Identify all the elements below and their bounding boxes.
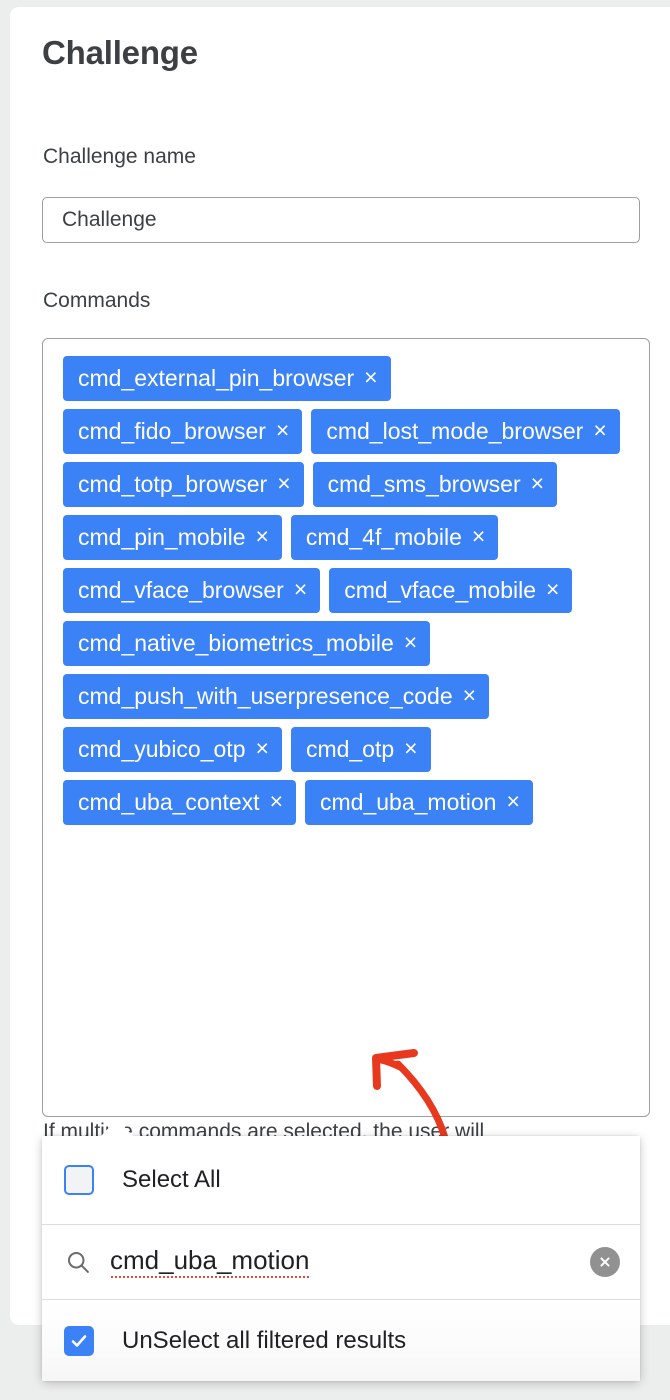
command-chip[interactable]: cmd_push_with_userpresence_code × <box>63 674 490 719</box>
command-chip[interactable]: cmd_lost_mode_browser × <box>311 409 620 454</box>
command-chip-label: cmd_uba_context <box>78 789 260 815</box>
commands-label: Commands <box>43 289 151 312</box>
command-chip-label: cmd_yubico_otp <box>78 736 246 762</box>
commands-chip-list: cmd_external_pin_browser×cmd_fido_browse… <box>63 356 637 825</box>
command-chip[interactable]: cmd_fido_browser × <box>63 409 303 454</box>
command-chip-remove-icon[interactable]: × <box>255 523 269 549</box>
command-chip[interactable]: cmd_yubico_otp × <box>63 727 282 772</box>
select-all-label: Select All <box>122 1166 221 1193</box>
command-chip[interactable]: cmd_otp × <box>290 727 431 772</box>
command-chip[interactable]: cmd_vface_mobile × <box>329 568 573 613</box>
unselect-filtered-label: UnSelect all filtered results <box>122 1326 407 1354</box>
command-chip-remove-icon[interactable]: × <box>404 735 418 761</box>
command-chip-remove-icon[interactable]: × <box>364 364 378 390</box>
command-chip[interactable]: cmd_4f_mobile × <box>290 515 499 560</box>
command-chip-remove-icon[interactable]: × <box>293 576 308 602</box>
challenge-name-input[interactable] <box>42 197 640 243</box>
command-chip-label: cmd_push_with_userpresence_code <box>78 683 453 709</box>
challenge-settings-card: Challenge Challenge name Commands cmd_ex… <box>10 7 670 1325</box>
command-chip-remove-icon[interactable]: × <box>403 629 418 655</box>
command-chip[interactable]: cmd_uba_motion × <box>305 780 533 825</box>
command-chip-label: cmd_vface_browser <box>78 577 284 603</box>
dropdown-search-row[interactable]: cmd_uba_motion <box>42 1224 640 1299</box>
challenge-name-label: Challenge name <box>43 145 196 168</box>
command-chip-remove-icon[interactable]: × <box>471 523 486 549</box>
command-chip[interactable]: cmd_external_pin_browser × <box>63 356 391 401</box>
dropdown-unselect-filtered-row[interactable]: UnSelect all filtered results <box>42 1299 640 1381</box>
command-chip[interactable]: cmd_native_biometrics_mobile × <box>63 621 431 666</box>
command-chip-remove-icon[interactable]: × <box>530 470 545 496</box>
command-chip-label: cmd_uba_motion <box>320 789 497 815</box>
command-chip-label: cmd_external_pin_browser <box>78 365 355 391</box>
dropdown-search-input[interactable]: cmd_uba_motion <box>110 1244 572 1280</box>
command-chip-remove-icon[interactable]: × <box>277 470 291 496</box>
commands-dropdown-panel: Select All cmd_uba_motion U <box>42 1119 640 1381</box>
search-value-text: cmd_uba_motion <box>110 1244 310 1280</box>
command-chip[interactable]: cmd_uba_context × <box>63 780 297 825</box>
command-chip-remove-icon[interactable]: × <box>269 788 284 814</box>
command-chip-remove-icon[interactable]: × <box>275 417 290 443</box>
command-chip-remove-icon[interactable]: × <box>462 682 477 708</box>
page-title: Challenge <box>42 34 198 71</box>
dropdown-select-all-row[interactable]: Select All <box>42 1136 640 1224</box>
command-chip-label: cmd_pin_mobile <box>78 524 246 550</box>
command-chip[interactable]: cmd_sms_browser × <box>312 462 558 507</box>
command-chip-remove-icon[interactable]: × <box>506 788 520 814</box>
command-chip-label: cmd_sms_browser <box>327 471 521 497</box>
command-chip-label: cmd_totp_browser <box>78 471 268 497</box>
command-chip-label: cmd_otp <box>305 736 395 762</box>
command-chip[interactable]: cmd_pin_mobile × <box>63 515 282 560</box>
command-chip-label: cmd_lost_mode_browser <box>326 418 584 444</box>
command-chip-remove-icon[interactable]: × <box>593 417 607 443</box>
search-icon <box>68 1252 89 1273</box>
command-chip-remove-icon[interactable]: × <box>546 576 560 602</box>
select-all-checkbox[interactable] <box>64 1165 94 1195</box>
command-chip[interactable]: cmd_vface_browser × <box>63 568 321 613</box>
command-chip-remove-icon[interactable]: × <box>255 735 269 761</box>
command-chip[interactable]: cmd_totp_browser × <box>63 462 304 507</box>
command-chip-label: cmd_native_biometrics_mobile <box>78 630 394 656</box>
command-chip-label: cmd_4f_mobile <box>305 524 462 550</box>
unselect-filtered-checkbox[interactable] <box>64 1325 94 1356</box>
clear-search-icon[interactable] <box>590 1247 620 1277</box>
command-chip-label: cmd_fido_browser <box>78 418 266 444</box>
command-chip-label: cmd_vface_mobile <box>344 577 537 603</box>
commands-chips-box[interactable]: cmd_external_pin_browser×cmd_fido_browse… <box>42 338 650 1117</box>
checkmark-icon <box>71 1334 87 1347</box>
